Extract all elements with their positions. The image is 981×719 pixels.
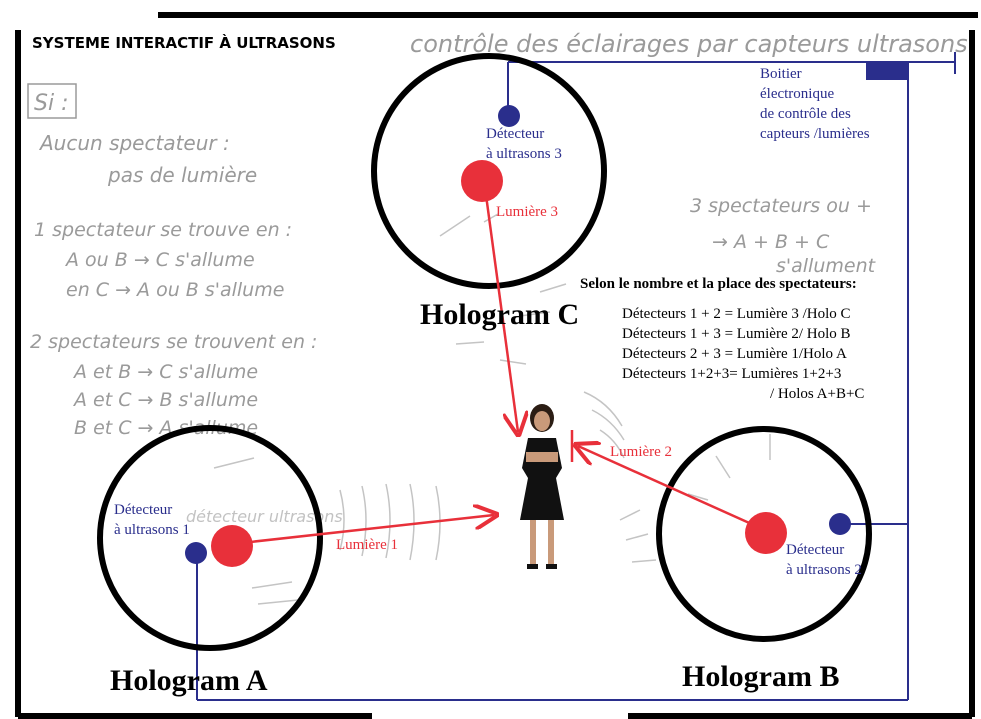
handwritten-faint: détecteur ultrasons (186, 507, 343, 526)
detector-2-dot (829, 513, 851, 535)
rules-heading: Selon le nombre et la place des spectate… (580, 276, 857, 292)
light-2-beam (578, 446, 757, 528)
handwritten-l3c: A et C → B s'allume (72, 389, 258, 411)
handwritten-l1a: Aucun spectateur : (38, 131, 230, 155)
light-3-beam (484, 194, 518, 432)
rule-4: Détecteurs 1+2+3= Lumières 1+2+3 (622, 366, 841, 382)
light-3-dot (461, 160, 503, 202)
control-box-line-3: de contrôle des (760, 106, 851, 122)
light-1-dot (211, 525, 253, 567)
hologram-c-circle (371, 53, 607, 289)
rule-2: Détecteurs 1 + 3 = Lumière 2/ Holo B (622, 326, 851, 342)
handwritten-l2b: A ou B → C s'allume (64, 249, 255, 271)
detector-1-label-1: Détecteur (114, 502, 172, 518)
handwritten-l4b: → A + B + C (712, 231, 830, 253)
handwritten-l2a: 1 spectateur se trouve en : (34, 219, 292, 241)
detector-3-label-1: Détecteur (486, 126, 544, 142)
rule-5: / Holos A+B+C (770, 386, 864, 402)
rule-1: Détecteurs 1 + 2 = Lumière 3 /Holo C (622, 306, 851, 322)
handwritten-l1b: pas de lumière (107, 163, 257, 187)
handwritten-l3d: B et C → A s'allume (74, 417, 258, 439)
pencil-strokes (213, 213, 771, 605)
control-box-marker (866, 62, 908, 80)
handwritten-notes: contrôle des éclairages par capteurs ult… (27, 30, 968, 526)
handwritten-l4a: 3 spectateurs ou + (690, 195, 872, 217)
detector-3-dot (498, 105, 520, 127)
spectator-figure (520, 404, 564, 569)
hologram-a-label: Hologram A (110, 664, 268, 697)
detector-2-label-1: Détecteur (786, 542, 844, 558)
rule-3: Détecteurs 2 + 3 = Lumière 1/Holo A (622, 346, 847, 362)
control-wiring (196, 52, 956, 701)
detector-2-label-2: à ultrasons 2 (786, 562, 862, 578)
hologram-b-circle (656, 426, 872, 642)
handwritten-l2c: en C → A ou B s'allume (66, 279, 284, 301)
hologram-b-label: Hologram B (682, 660, 840, 693)
si-box (27, 83, 77, 119)
detector-3-label-2: à ultrasons 3 (486, 146, 562, 162)
hologram-a-circle (97, 425, 323, 651)
handwritten-l3b: A et B → C s'allume (72, 361, 258, 383)
handwritten-si: Si : (34, 91, 68, 116)
light-2-label: Lumière 2 (610, 444, 672, 460)
control-box-line-1: Boitier (760, 66, 802, 82)
light-1-beam (231, 515, 494, 546)
light-1-label: Lumière 1 (336, 537, 398, 553)
detector-1-dot (185, 542, 207, 564)
hologram-c-label: Hologram C (420, 298, 579, 331)
diagram-title: SYSTEME INTERACTIF À ULTRASONS (32, 33, 336, 52)
handwritten-l4c: s'allument (776, 255, 877, 277)
handwritten-header: contrôle des éclairages par capteurs ult… (410, 30, 968, 58)
control-box-label: Boitier électronique de contrôle des cap… (760, 66, 870, 142)
control-box-line-2: électronique (760, 86, 834, 102)
detector-1-label-2: à ultrasons 1 (114, 522, 190, 538)
light-2-dot (745, 512, 787, 554)
rules-block: Selon le nombre et la place des spectate… (580, 276, 864, 402)
handwritten-l3a: 2 spectateurs se trouvent en : (30, 331, 317, 353)
outer-frame (15, 12, 978, 719)
light-3-label: Lumière 3 (496, 204, 558, 220)
control-box-line-4: capteurs /lumières (760, 126, 870, 142)
